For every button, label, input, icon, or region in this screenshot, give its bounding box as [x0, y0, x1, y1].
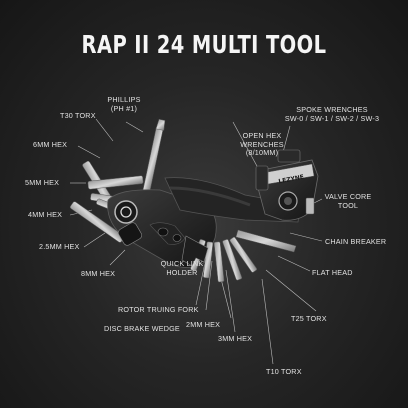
- rotor-truing-fork: [181, 235, 209, 267]
- label-open-hex-wrenches: OPEN HEX WRENCHES (8/10MM): [240, 131, 284, 158]
- label-8mm-hex: 8MM HEX: [81, 269, 116, 278]
- label-4mm-hex: 4MM HEX: [28, 210, 63, 219]
- label-quick-link-holder: QUICK LINK HOLDER: [160, 259, 204, 277]
- label-2-5mm-hex: 2.5MM HEX: [39, 242, 80, 251]
- chain-breaker-head: LEZYNE: [255, 149, 319, 221]
- label-spoke-wrenches: SPOKE WRENCHES SW-0 / SW-1 / SW-2 / SW-3: [284, 105, 380, 123]
- label-t25-torx: T25 TORX: [291, 314, 327, 323]
- label-chain-breaker: CHAIN BREAKER: [325, 237, 387, 246]
- label-5mm-hex: 5MM HEX: [25, 178, 60, 187]
- label-disc-brake-wedge: DISC BRAKE WEDGE: [104, 324, 180, 333]
- label-flat-head: FLAT HEAD: [312, 268, 353, 277]
- label-6mm-hex: 6MM HEX: [33, 140, 68, 149]
- label-rotor-truing-fork: ROTOR TRUING FORK: [118, 305, 199, 314]
- label-t30-torx: T30 TORX: [60, 111, 96, 120]
- brand-logo: LEZYNE: [278, 174, 305, 186]
- label-2mm-hex: 2MM HEX: [186, 320, 221, 329]
- label-phillips: PHILLIPS (PH #1): [107, 95, 141, 113]
- label-t10-torx: T10 TORX: [266, 367, 302, 376]
- label-valve-core-tool: VALVE CORE TOOL: [324, 192, 372, 210]
- label-3mm-hex: 3MM HEX: [218, 334, 253, 343]
- page-title: RAP II 24 MULTI TOOL: [81, 30, 327, 59]
